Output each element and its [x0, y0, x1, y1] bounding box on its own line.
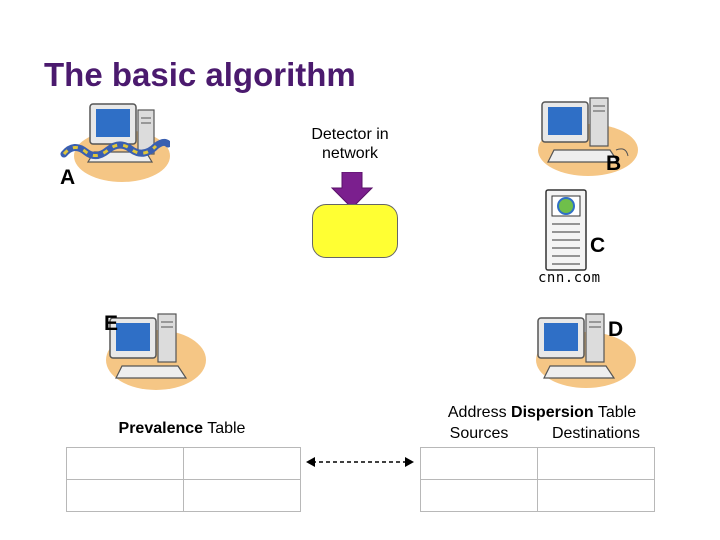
table-row	[420, 447, 655, 480]
dispersion-table-title: Address Dispersion Table	[420, 404, 664, 422]
table-cell	[66, 479, 184, 512]
detector-label-line2: network	[321, 145, 379, 162]
table-cell	[420, 479, 538, 512]
detector-label-line1: Detector in	[311, 126, 389, 143]
server-caption: cnn.com	[538, 270, 601, 286]
dispersion-title-bold: Dispersion	[511, 404, 594, 421]
table-cell	[537, 479, 655, 512]
prevalence-table-title: Prevalence Table	[66, 420, 298, 438]
computer-b-icon	[538, 97, 638, 176]
table-row	[66, 447, 301, 480]
table-cell	[420, 447, 538, 480]
prevalence-table	[66, 447, 301, 512]
table-row	[420, 479, 655, 512]
computer-e-icon	[106, 313, 206, 390]
dispersion-table	[420, 447, 655, 512]
node-label-c: C	[590, 234, 606, 257]
table-row	[66, 479, 301, 512]
column-header-destinations: Destinations	[551, 425, 641, 442]
node-label-e: E	[104, 312, 119, 335]
computer-d-icon	[536, 313, 636, 388]
table-cell	[183, 479, 301, 512]
node-label-a: A	[60, 166, 76, 189]
column-header-sources: Sources	[449, 425, 509, 442]
table-cell	[66, 447, 184, 480]
server-c-icon	[545, 189, 587, 271]
table-cell	[183, 447, 301, 480]
node-label-d: D	[608, 318, 624, 341]
dispersion-title-rest: Table	[593, 404, 637, 421]
detector-box	[312, 204, 398, 258]
slide-title: The basic algorithm	[44, 56, 356, 93]
link-arrow-icon	[306, 457, 414, 467]
dispersion-title-prefix: Address	[447, 404, 512, 421]
prevalence-title-rest: Table	[203, 420, 246, 437]
table-cell	[537, 447, 655, 480]
detector-arrow-icon	[330, 172, 374, 209]
node-label-b: B	[606, 152, 622, 175]
prevalence-title-bold: Prevalence	[118, 420, 204, 437]
detector-label: Detector in network	[295, 125, 405, 163]
computer-a-icon	[60, 103, 170, 182]
